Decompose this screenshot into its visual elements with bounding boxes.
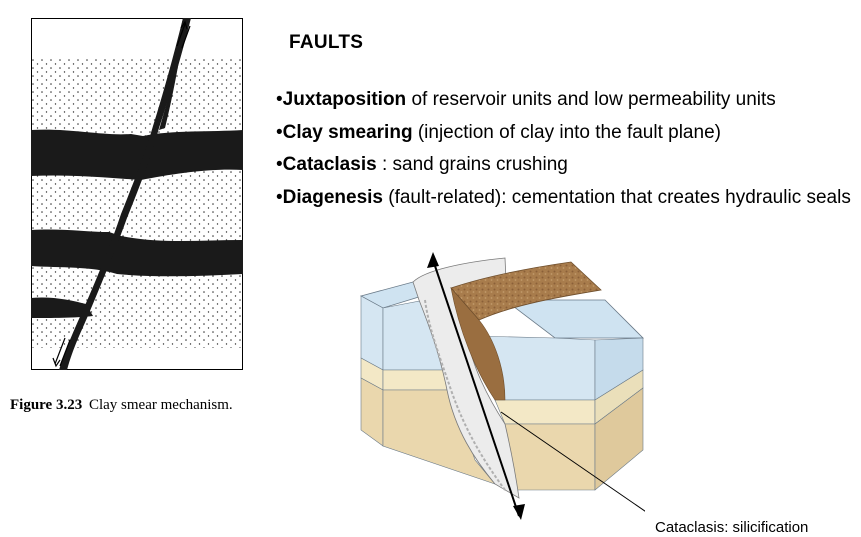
bullet-text: (injection of clay into the fault plane) (412, 121, 721, 143)
fault-smear-tip (159, 18, 187, 130)
bullet-marker: • (276, 186, 283, 208)
clay-layer-upper (31, 129, 243, 180)
sand-texture (32, 58, 242, 348)
brown-sandstone-block (450, 261, 602, 321)
block-left-upper-layer (360, 295, 384, 371)
bullet-text: of reservoir units and low permeability … (406, 89, 776, 110)
block-right-side-lower (594, 387, 644, 491)
bullet-diagenesis: •Diagenesis (fault-related): cementation… (276, 182, 851, 215)
bullet-juxtaposition: •Juxtaposition of reservoir units and lo… (276, 84, 851, 117)
bullet-list: •Juxtaposition of reservoir units and lo… (276, 84, 851, 214)
fault-block-figure (359, 252, 645, 520)
bullet-marker: • (276, 154, 283, 175)
clay-layer-middle (31, 229, 243, 277)
block-left-lower-layer (360, 377, 384, 447)
bullet-marker: • (276, 121, 283, 143)
fault-arrow-top-icon (176, 20, 191, 49)
bullet-term: Clay smearing (282, 121, 413, 143)
bullet-cataclasis: •Cataclasis : sand grains crushing (276, 149, 851, 182)
bullet-clay-smearing: •Clay smearing (injection of clay into t… (276, 117, 851, 150)
bullet-text: : sand grains crushing (376, 154, 568, 175)
callout-leader (500, 411, 645, 512)
block-right-front-middle (494, 399, 596, 425)
bullet-term: Diagenesis (282, 186, 383, 208)
bullet-term: Juxtaposition (282, 89, 407, 110)
block-front-lower (382, 389, 496, 485)
bullet-marker: • (276, 89, 283, 110)
clay-layer-lower (31, 297, 93, 318)
block-right-top (503, 299, 644, 339)
clay-smear-figure (31, 18, 243, 370)
figure-caption-text: Clay smear mechanism. (88, 397, 233, 413)
bullet-text: (fault-related): cementation that create… (382, 186, 851, 208)
fault-arrow-bottom-icon (52, 337, 71, 368)
block-right-front-lower (504, 423, 596, 491)
brown-sandstone-front (450, 286, 506, 401)
slide-title: FAULTS (289, 32, 364, 53)
figure-caption: Figure 3.23 Clay smear mechanism. (10, 397, 233, 414)
bullet-term: Cataclasis (282, 154, 377, 175)
figure-caption-number: Figure 3.23 (10, 397, 83, 413)
cataclasis-callout: Cataclasis: silicification (655, 519, 809, 536)
fault-zone-inner (424, 299, 506, 491)
block-front-middle (382, 369, 452, 391)
fault-plane-arrow-icon (427, 252, 525, 520)
